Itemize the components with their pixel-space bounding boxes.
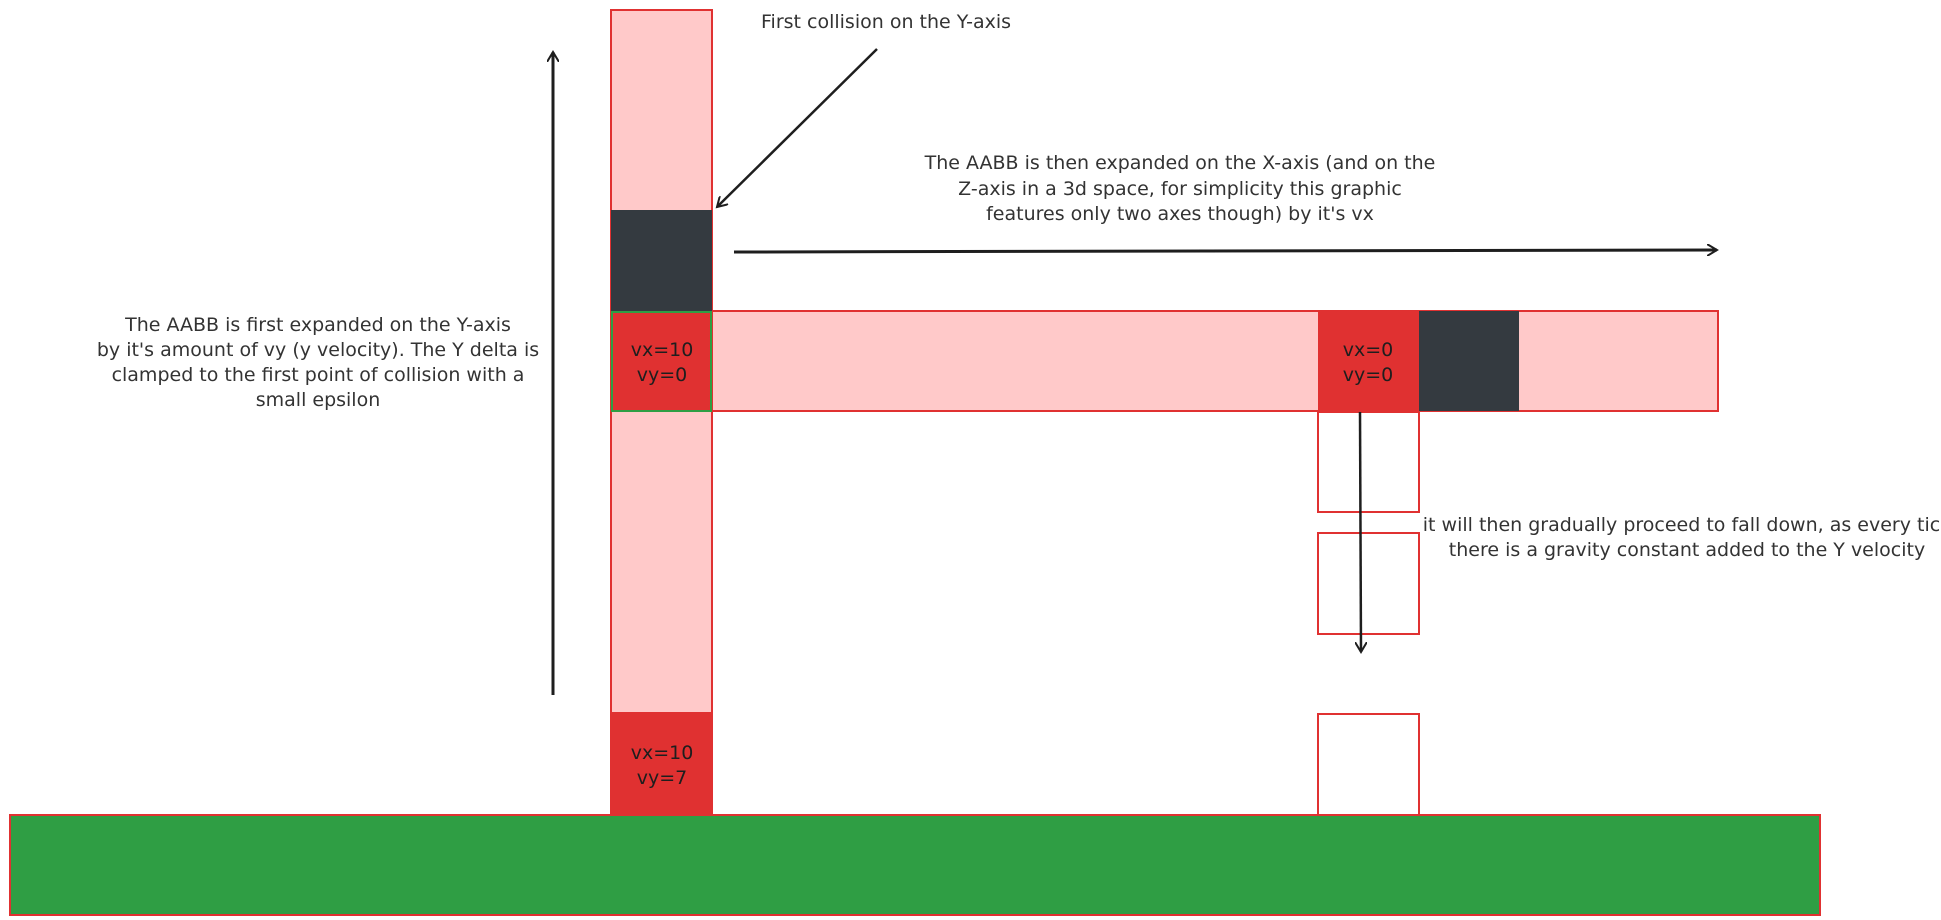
box-start [612,712,711,815]
fall-ghost-box [1317,411,1420,513]
fall-ghost-box [1317,713,1420,816]
box-mid-vx: vx=10 [631,339,694,361]
wall-obstacle [1419,311,1519,411]
first-collision-label: First collision on the Y-axis [761,11,1011,33]
y-expand-note-line: by it's amount of vy (y velocity). The Y… [97,339,539,361]
fall-note-line: it will then gradually proceed to fall d… [1423,514,1941,536]
y-expand-note-line: clamped to the first point of collision … [112,364,525,386]
box-end-vy: vy=0 [1343,364,1394,386]
fall-arrow [1360,411,1361,652]
x-sweep-trail [711,310,1719,412]
x-expansion-arrow [733,250,1717,252]
y-expand-note-line: The AABB is first expanded on the Y-axis [124,314,511,336]
box-start-vy: vy=7 [637,767,688,789]
box-mid [611,311,712,412]
box-start-vx: vx=10 [631,742,694,764]
box-end-vx: vx=0 [1343,339,1394,361]
y-expand-note-line: small epsilon [256,389,381,411]
box-mid-vy: vy=0 [637,364,688,386]
ceiling-obstacle [611,210,712,311]
x-expand-note-line: Z-axis in a 3d space, for simplicity thi… [958,178,1402,200]
x-expand-note-line: features only two axes though) by it's v… [986,203,1374,225]
y-sweep-trail [610,9,713,816]
fall-ghost-box [1317,532,1420,635]
ground-block [9,814,1821,916]
x-expand-note-line: The AABB is then expanded on the X-axis … [924,152,1436,174]
fall-note-line: there is a gravity constant added to the… [1449,539,1925,561]
first-collision-arrow [717,48,878,207]
box-end [1318,312,1419,411]
